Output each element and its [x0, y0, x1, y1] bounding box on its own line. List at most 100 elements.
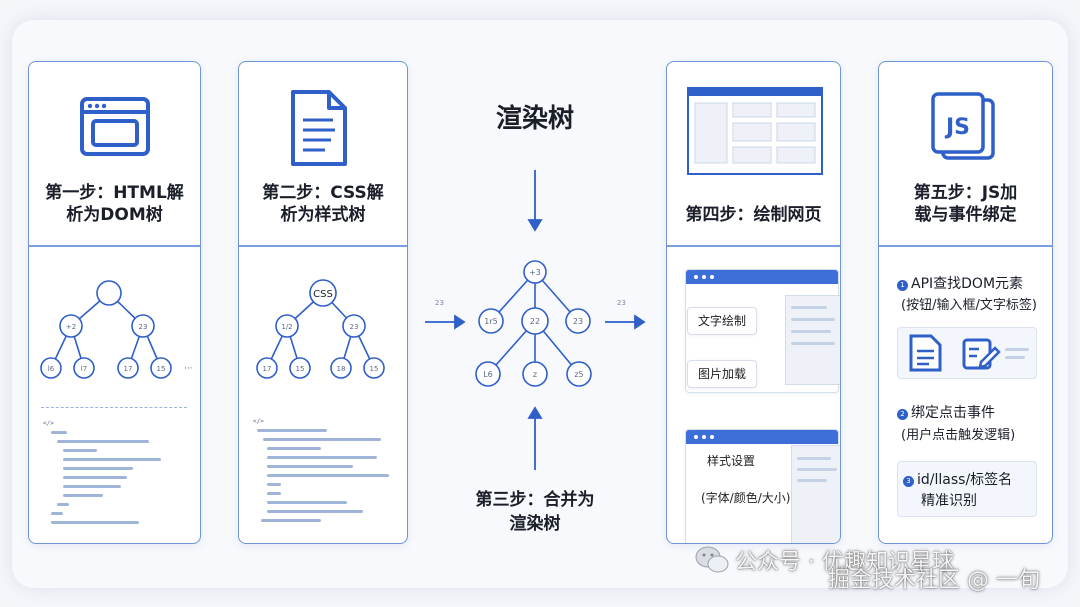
step3-title-line2: 渲染树 — [509, 514, 561, 534]
preview-line — [797, 457, 831, 460]
code-line — [267, 492, 281, 495]
preview-line — [791, 318, 835, 321]
svg-text:z5: z5 — [574, 370, 583, 379]
code-line — [267, 501, 347, 504]
code-line — [57, 440, 149, 443]
dom-tree-node — [117, 357, 139, 379]
watermark-line2: 掘金技术社区 @ 一旬 — [828, 568, 1040, 593]
code-line — [267, 456, 377, 459]
dom-node-label: 17 — [124, 365, 133, 373]
preview-line — [797, 468, 837, 471]
code-line — [51, 521, 139, 524]
svg-text:1r5: 1r5 — [484, 317, 497, 326]
step4-divider — [667, 245, 840, 247]
code-line — [267, 474, 389, 477]
image-loading-pill: 图片加载 — [687, 360, 758, 388]
dom-node-label: l6 — [48, 365, 55, 373]
browser-window-icon — [80, 97, 150, 156]
style-setting-label: 样式设置 — [707, 454, 756, 468]
bullet-3: 3 — [903, 476, 914, 487]
box-line — [1005, 356, 1025, 359]
step2-card: 第二步：CSS解 析为样式树 CSS 1/2 23 17 15 18 15 </… — [238, 61, 408, 544]
step2-title-line2: 析为样式树 — [280, 205, 366, 225]
step3-title: 第三步：合并为 渲染树 — [455, 488, 615, 536]
step1-divider — [29, 245, 200, 247]
svg-text:23: 23 — [573, 317, 583, 326]
style-tree: CSS 1/2 23 17 15 18 15 — [256, 279, 385, 379]
edit-form-icon — [962, 338, 1001, 370]
bullet-2: 2 — [897, 409, 908, 420]
step1-code-tag: </> — [43, 420, 54, 427]
step5-divider — [879, 245, 1052, 247]
dom-tree-node — [59, 314, 83, 338]
code-line — [267, 483, 281, 486]
code-line — [267, 510, 363, 513]
dom-tree-node — [40, 357, 62, 379]
text-painting-pill: 文字绘制 — [687, 307, 758, 335]
wechat-icon — [695, 546, 729, 573]
svg-text:15: 15 — [296, 365, 305, 373]
svg-text:z: z — [533, 370, 537, 379]
paint-panel-2-titlebar — [686, 430, 838, 444]
step4-card: 第四步：绘制网页 文字绘制 图片加载 样式设置 (字体/颜色/大小) — [666, 61, 841, 544]
paint-panel-1-titlebar — [686, 270, 838, 284]
code-line — [63, 485, 121, 488]
step2-title-line1: 第二步：CSS解 — [262, 183, 384, 203]
code-line — [267, 447, 321, 450]
step3-title-line1: 第三步：合并为 — [475, 490, 595, 510]
style-tree-root-label: CSS — [313, 289, 333, 300]
render-tree: +3 1r5 22 23 L6 z z5 — [475, 260, 592, 387]
right-arrow-label: 23 — [617, 299, 626, 307]
step1-title: 第一步：HTML解 析为DOM树 — [29, 182, 200, 226]
step5-title-line1: 第五步：JS加 — [913, 183, 1018, 203]
js-icon-text: JS — [944, 115, 970, 140]
code-line — [63, 458, 161, 461]
step5-title-line2: 载与事件绑定 — [914, 205, 1017, 225]
code-line — [57, 503, 69, 506]
code-line — [51, 512, 63, 515]
step2-code-tag: </> — [253, 418, 264, 425]
svg-text:1/2: 1/2 — [281, 323, 292, 331]
svg-text:23: 23 — [350, 323, 359, 331]
dom-node-label: 23 — [139, 323, 148, 331]
step5-title: 第五步：JS加 载与事件绑定 — [879, 182, 1052, 226]
dom-node-label: +2 — [66, 323, 76, 331]
js-item-2-detail: (用户点击触发逻辑) — [901, 428, 1016, 443]
js-file-icon: JS — [931, 92, 995, 160]
dom-tree: +2 23 l6 l7 17 15 ··· — [40, 280, 193, 379]
preview-line — [791, 306, 827, 309]
dom-node-label: l7 — [81, 365, 87, 373]
code-line — [63, 467, 133, 470]
code-line — [267, 465, 353, 468]
step1-code-separator — [41, 407, 187, 408]
js-item-1-detail: (按钮/输入框/文字标签) — [901, 298, 1037, 313]
dom-tree-root-node — [96, 280, 122, 306]
code-line — [63, 476, 127, 479]
dom-tree-ellipsis: ··· — [184, 364, 193, 374]
code-line — [51, 431, 67, 434]
dom-tree-node — [73, 357, 95, 379]
code-line — [257, 429, 327, 432]
bullet-1: 1 — [897, 280, 908, 291]
step2-divider — [239, 245, 407, 247]
svg-text:15: 15 — [370, 365, 379, 373]
svg-text:22: 22 — [530, 317, 540, 326]
document-icon — [909, 334, 942, 372]
step1-title-line1: 第一步：HTML解 — [45, 183, 184, 203]
code-line — [261, 519, 321, 522]
step1-title-line2: 析为DOM树 — [66, 205, 163, 225]
svg-text:17: 17 — [263, 365, 272, 373]
document-icon — [291, 90, 347, 166]
code-line — [63, 449, 97, 452]
code-line — [63, 494, 103, 497]
step2-title: 第二步：CSS解 析为样式树 — [239, 182, 407, 226]
style-preview-block — [791, 445, 840, 543]
step4-title: 第四步：绘制网页 — [685, 205, 822, 225]
preview-line — [791, 342, 835, 345]
svg-text:+3: +3 — [529, 268, 541, 277]
paint-preview-block — [785, 295, 840, 385]
style-setting-detail: (字体/颜色/大小) — [701, 491, 791, 505]
